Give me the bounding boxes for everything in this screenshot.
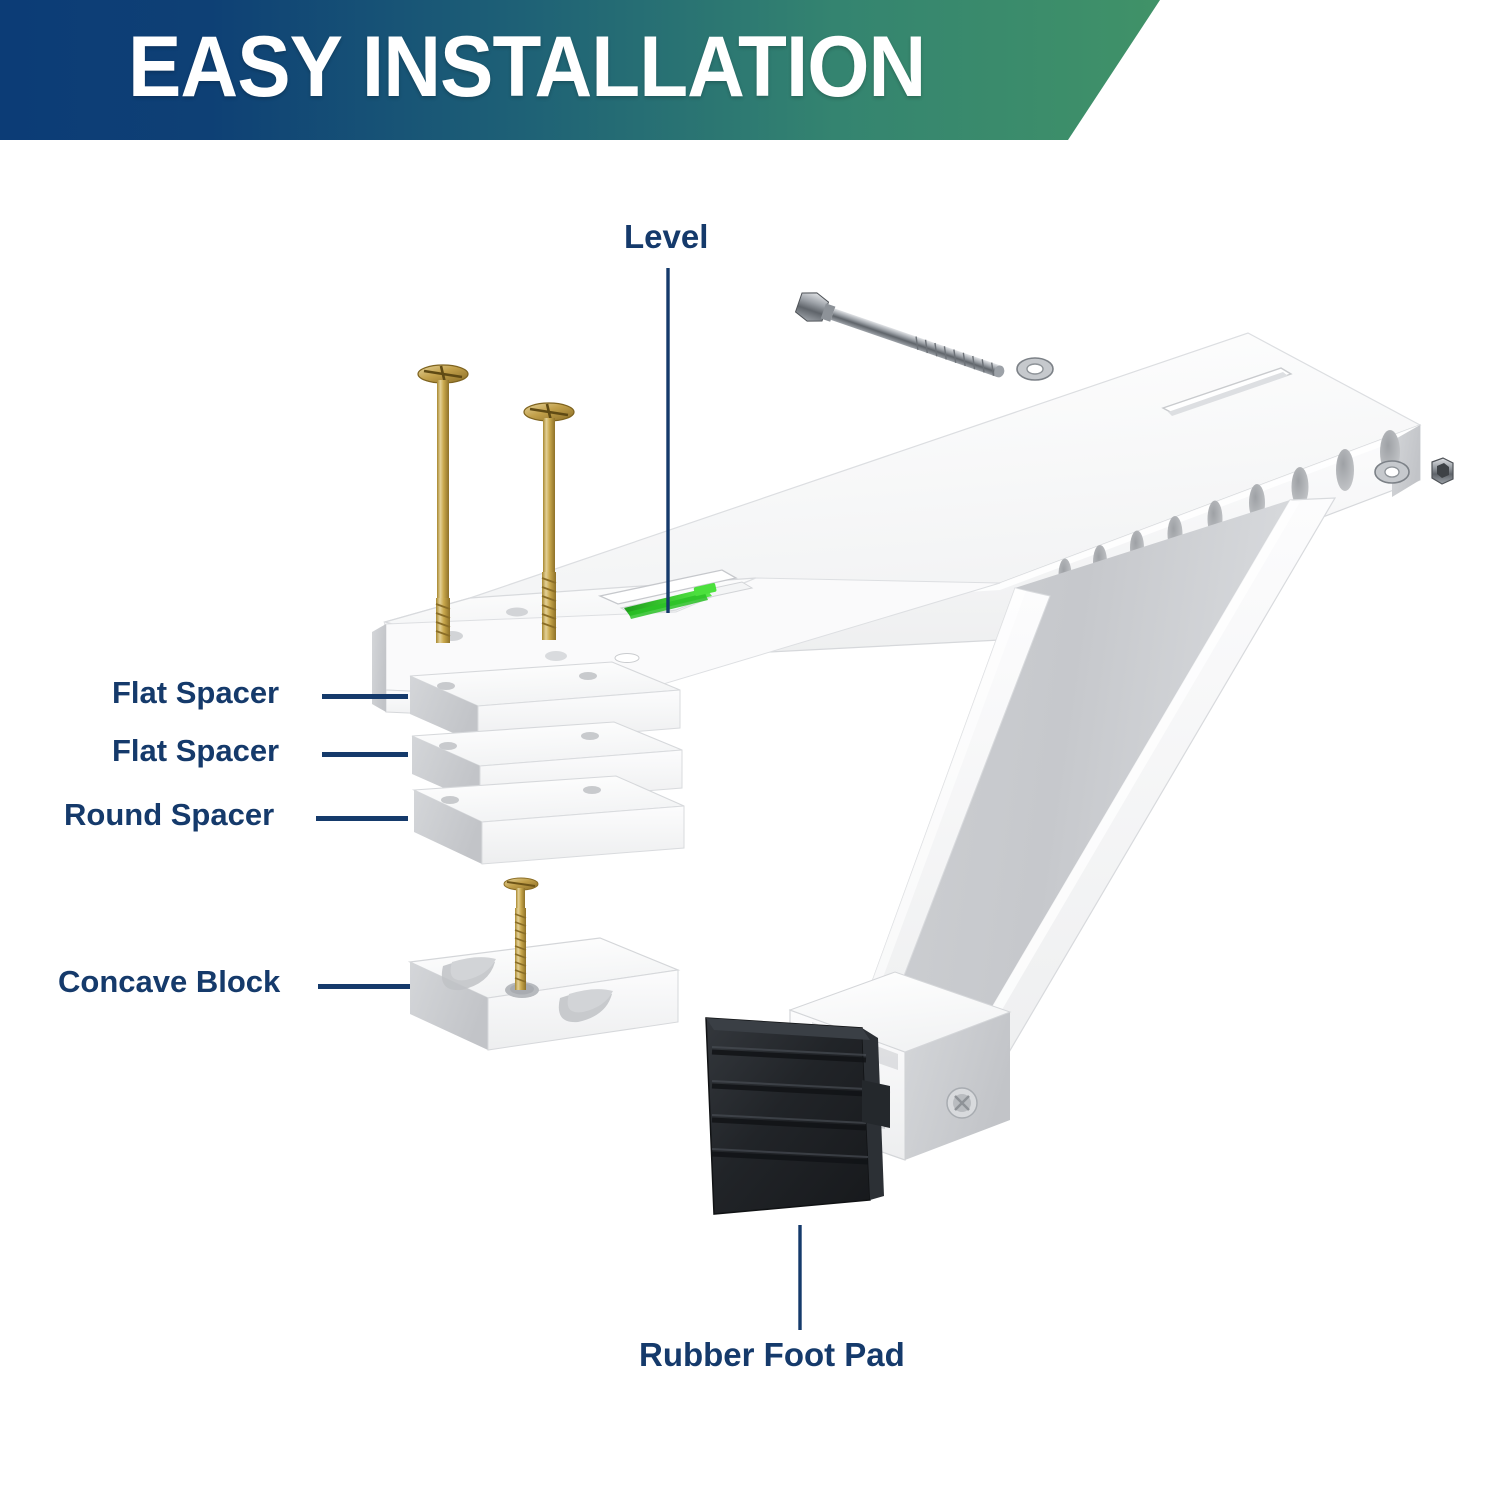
bolt-threads [915,336,995,376]
leader-flat-spacer-1 [322,694,408,699]
wood-screw-1 [417,364,469,643]
top-slot [1161,367,1293,416]
foot-bolt [946,1087,978,1119]
callout-label-rubber-foot-pad: Rubber Foot Pad [639,1336,905,1373]
leader-round-spacer [316,816,408,821]
callout-label-flat-spacer-1: Flat Spacer [112,675,280,710]
hex-bolt [794,292,1005,378]
short-screw-threads [514,908,527,990]
leader-lines [666,268,802,1330]
concave-block [407,937,681,1051]
callout-label-concave-block: Concave Block [58,964,281,999]
wood-screw-2 [523,402,575,640]
end-washer [1374,460,1410,484]
rubber-foot-pad [705,1017,890,1215]
callout-label-level: Level [624,218,709,255]
hex-nut [1431,457,1454,485]
banner-shape [0,0,1160,140]
bolt-washer [1016,357,1054,381]
leader-concave-block [318,984,410,989]
short-screw [503,877,539,990]
wood-screw-1-threads [435,598,451,643]
header-banner: EASY INSTALLATION [0,0,1160,140]
leader-flat-spacer-2 [322,752,408,757]
wood-screw-2-threads [541,572,557,640]
round-spacer [411,775,685,865]
callout-label-round-spacer: Round Spacer [64,797,275,832]
banner-title: EASY INSTALLATION [128,19,926,115]
concave-grooves [441,957,613,1023]
callout-label-flat-spacer-2: Flat Spacer [112,733,280,768]
diagonal-strut [837,497,1337,1113]
